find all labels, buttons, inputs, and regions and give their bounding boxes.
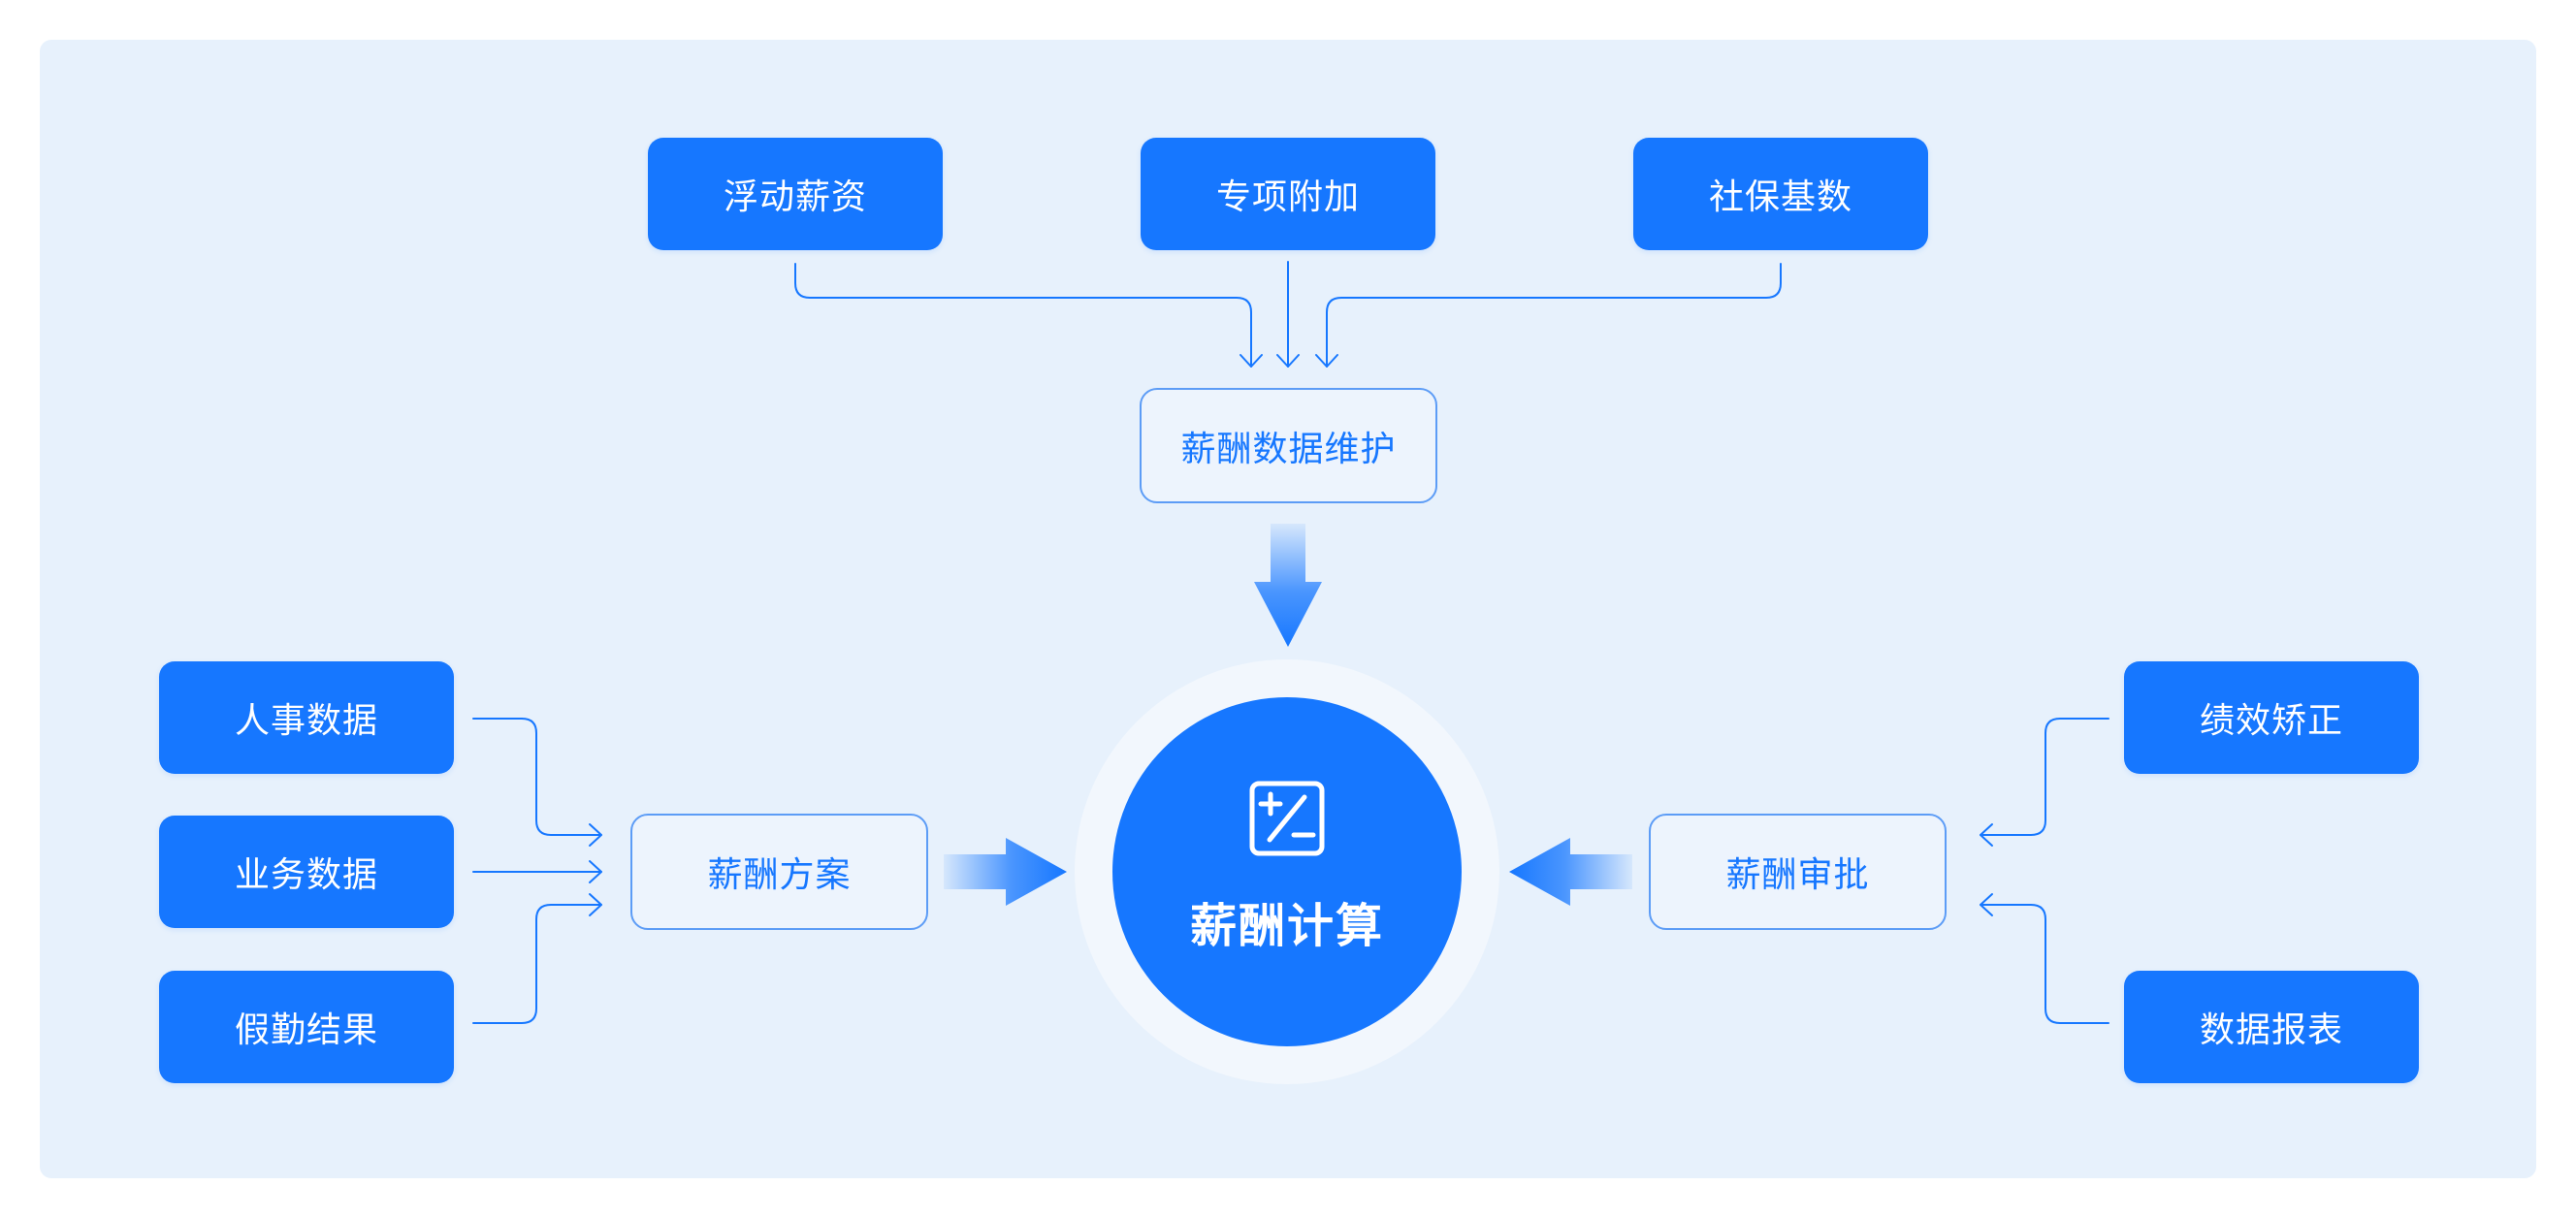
arrowhead-right-top — [1980, 823, 1993, 847]
hub-title: 薪酬计算 — [1189, 899, 1384, 953]
node-special-deduction: 专项附加 — [1141, 138, 1435, 250]
connector-left-top — [472, 718, 602, 836]
arrowhead-left-top — [589, 823, 602, 847]
node-hr-data: 人事数据 — [159, 661, 454, 774]
node-salary-data-maintenance: 薪酬数据维护 — [1140, 388, 1437, 503]
arrowhead-top-left — [1240, 354, 1263, 368]
connector-top-right — [1326, 263, 1782, 368]
arrowhead-top-middle — [1276, 354, 1300, 368]
calculator-plus-minus-icon — [1249, 781, 1325, 856]
connector-top-left — [794, 263, 1252, 368]
node-salary-plan: 薪酬方案 — [630, 814, 928, 930]
node-data-reports: 数据报表 — [2124, 971, 2419, 1083]
big-arrow-right — [944, 838, 1067, 906]
arrowhead-left-bottom — [589, 893, 602, 916]
node-performance-correction: 绩效矫正 — [2124, 661, 2419, 774]
connector-left-bottom — [472, 904, 602, 1024]
arrowhead-left-middle — [589, 860, 602, 883]
arrowhead-right-bottom — [1980, 893, 1993, 916]
node-social-security-base: 社保基数 — [1633, 138, 1928, 250]
big-arrow-left — [1509, 838, 1632, 906]
salary-calculation-hub: 薪酬计算 — [1112, 697, 1462, 1046]
arrowhead-top-right — [1315, 354, 1338, 368]
connector-right-top — [1980, 718, 2109, 836]
connector-right-bottom — [1980, 904, 2109, 1024]
big-arrow-down — [1254, 524, 1322, 647]
node-salary-approval: 薪酬审批 — [1649, 814, 1947, 930]
node-business-data: 业务数据 — [159, 816, 454, 928]
node-attendance-results: 假勤结果 — [159, 971, 454, 1083]
node-floating-pay: 浮动薪资 — [648, 138, 943, 250]
